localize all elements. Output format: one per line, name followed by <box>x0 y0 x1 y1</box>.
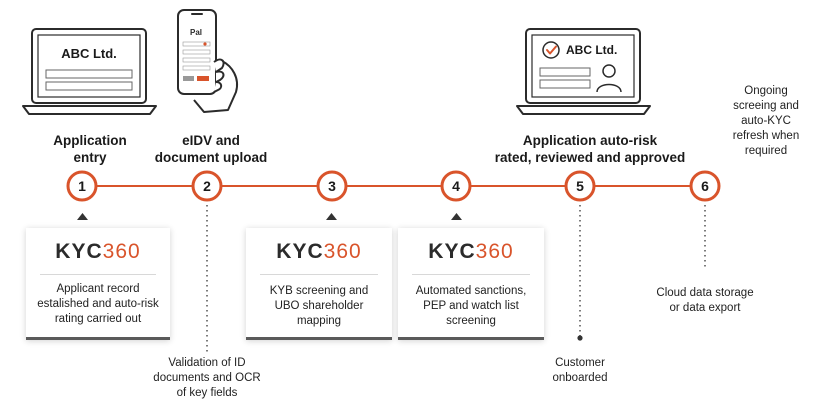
step-3: 3 <box>316 170 348 202</box>
card-step4: KYC360 Automated sanctions,PEP and watch… <box>398 228 544 340</box>
step-2-number: 2 <box>203 178 211 194</box>
check-circle-icon <box>542 41 560 59</box>
step-4: 4 <box>440 170 472 202</box>
step-6-number: 6 <box>701 178 709 194</box>
step-4-number: 4 <box>452 178 460 194</box>
kyc360-logo: KYC360 <box>276 240 362 263</box>
phone-brand: Pal <box>190 28 202 37</box>
phone-in-hand-illustration: Pal <box>177 9 238 113</box>
laptop2-company: ABC Ltd. <box>566 43 617 57</box>
pointer-step3 <box>326 213 337 220</box>
step-3-number: 3 <box>328 178 336 194</box>
laptop-illustration-1: ABC Ltd. <box>22 28 157 115</box>
step-5-number: 5 <box>576 178 584 194</box>
connector-step5-end-dot <box>577 335 583 341</box>
pointer-step1 <box>77 213 88 220</box>
kyc360-logo: KYC360 <box>428 240 514 263</box>
step-5: 5 <box>564 170 596 202</box>
laptop-illustration-2: ABC Ltd. <box>516 28 651 115</box>
step-2: 2 <box>191 170 223 202</box>
pointer-step4 <box>451 213 462 220</box>
step-1-number: 1 <box>78 178 86 194</box>
user-avatar-icon <box>602 64 616 78</box>
kyc360-logo: KYC360 <box>55 240 141 263</box>
step-6: 6 <box>689 170 721 202</box>
step-1: 1 <box>66 170 98 202</box>
laptop1-company: ABC Ltd. <box>61 46 117 61</box>
